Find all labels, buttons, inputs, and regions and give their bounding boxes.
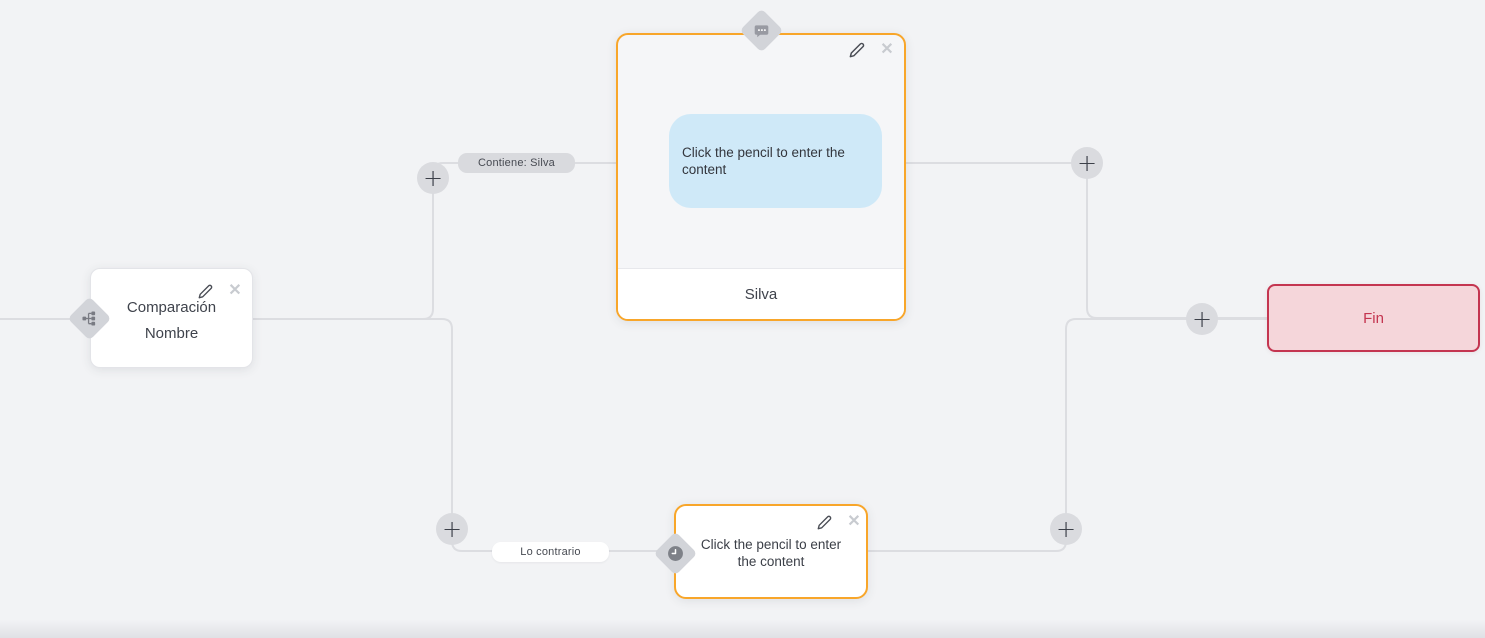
branch-icon bbox=[82, 311, 97, 326]
message-bubble: Click the pencil to enter the content bbox=[669, 114, 882, 208]
edit-pencil-icon[interactable] bbox=[847, 40, 867, 60]
delay-node[interactable]: ✕ Click the pencil to enter the content bbox=[653, 504, 868, 599]
edit-pencil-icon[interactable] bbox=[814, 512, 834, 532]
end-node[interactable]: Fin bbox=[1267, 284, 1480, 352]
condition-type-badge bbox=[67, 296, 112, 341]
edge-delay-to-end bbox=[867, 318, 1268, 552]
close-icon[interactable]: ✕ bbox=[877, 40, 897, 60]
clock-icon bbox=[667, 545, 684, 562]
message-node-footer: Silva bbox=[618, 268, 904, 319]
delay-type-badge bbox=[653, 531, 698, 576]
close-icon[interactable]: ✕ bbox=[225, 281, 245, 301]
add-node-button-top-right[interactable]: + bbox=[1071, 147, 1103, 179]
chat-bubble-icon bbox=[753, 22, 770, 39]
add-node-button-top-left[interactable]: + bbox=[417, 162, 449, 194]
edit-pencil-icon[interactable] bbox=[195, 281, 215, 301]
add-node-button-bottom-right[interactable]: + bbox=[1050, 513, 1082, 545]
add-node-button-before-end[interactable]: + bbox=[1186, 303, 1218, 335]
condition-node[interactable]: ✕ Comparación Nombre bbox=[67, 268, 253, 368]
delay-placeholder-text: Click the pencil to enter the content bbox=[700, 537, 842, 569]
message-node[interactable]: ✕ Click the pencil to enter the content … bbox=[616, 8, 906, 321]
close-icon[interactable]: ✕ bbox=[844, 512, 864, 532]
add-node-button-bottom-left[interactable]: + bbox=[436, 513, 468, 545]
condition-title: Comparación bbox=[126, 299, 217, 316]
edge-label-condition-false[interactable]: Lo contrario bbox=[492, 542, 609, 562]
edge-label-condition-true[interactable]: Contiene: Silva bbox=[458, 153, 575, 173]
edge-condition-to-delay bbox=[253, 318, 662, 552]
message-type-badge bbox=[739, 8, 784, 53]
edge-message-to-end bbox=[905, 162, 1268, 319]
canvas-bottom-shadow bbox=[0, 620, 1485, 638]
condition-subtitle: Nombre bbox=[144, 325, 199, 342]
